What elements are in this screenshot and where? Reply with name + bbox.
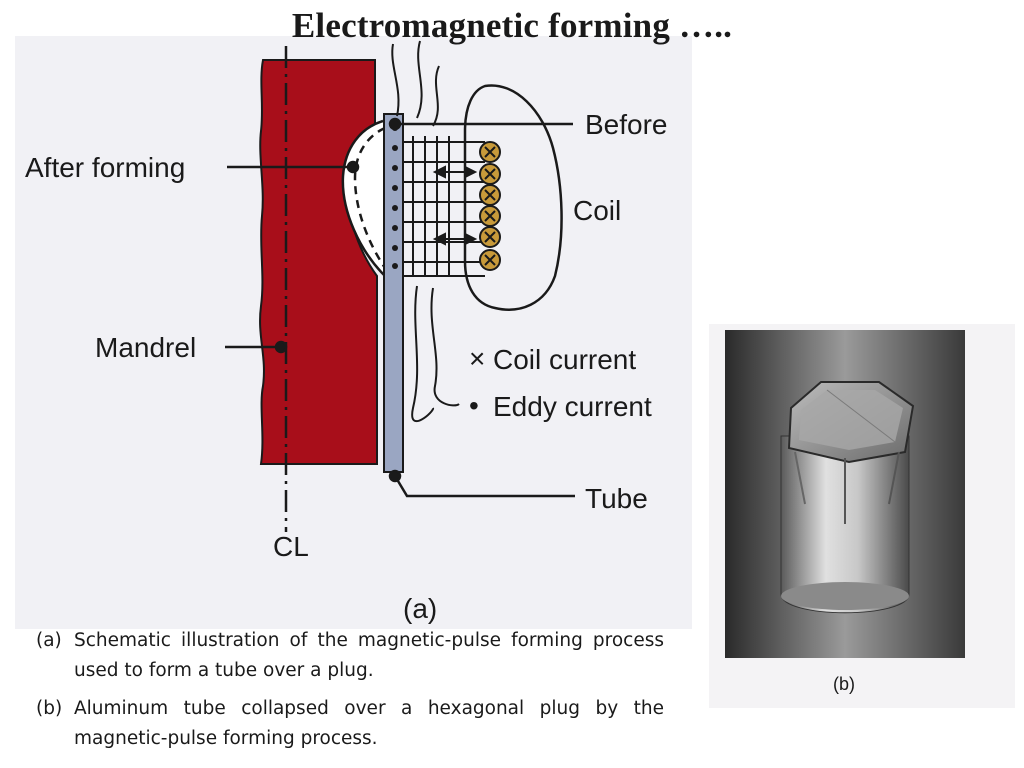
caption-text: Schematic illustration of the magnetic-p… <box>74 630 664 681</box>
coil-winding <box>479 141 501 163</box>
coil-loop <box>463 84 563 311</box>
label-centerline: CL <box>273 531 309 562</box>
caption-item-a: (a) Schematic illustration of the magnet… <box>36 626 664 686</box>
legend-marker-coil-current: × <box>469 343 485 374</box>
coil-windings <box>479 141 501 271</box>
label-panel-a: (a) <box>403 593 437 624</box>
coil-winding <box>479 184 501 206</box>
hexagonal-plug-photo <box>725 330 965 658</box>
label-panel-b: (b) <box>833 674 855 694</box>
slide-title: Electromagnetic forming ….. <box>291 6 733 45</box>
field-lines <box>403 141 485 277</box>
tube-fold <box>888 451 900 505</box>
after-forming-outline <box>341 119 386 277</box>
label-coil-current: Coil current <box>493 344 636 375</box>
coil-winding <box>479 226 501 248</box>
caption-item-b: (b) Aluminum tube collapsed over a hexag… <box>36 694 664 754</box>
electromagnetic-forming-diagram: After forming Before Coil Mandrel × Coil… <box>15 36 692 629</box>
label-coil: Coil <box>573 195 621 226</box>
force-arrows <box>432 165 478 246</box>
label-after-forming: After forming <box>25 152 185 183</box>
diagram-canvas: After forming Before Coil Mandrel × Coil… <box>25 40 668 624</box>
photo-panel: (b) <box>709 324 1015 708</box>
caption-marker: (b) <box>36 698 63 719</box>
label-mandrel: Mandrel <box>95 332 196 363</box>
label-tube: Tube <box>585 483 648 514</box>
eddy-current-dots <box>392 125 398 269</box>
coil-winding <box>479 249 501 271</box>
leader-lines <box>225 117 575 498</box>
mandrel-shape <box>259 59 378 465</box>
magnetic-field-lines <box>391 40 460 423</box>
tube-fold <box>794 451 806 505</box>
after-forming-dashed-outline <box>353 126 387 269</box>
coil-winding <box>479 205 501 227</box>
hex-face <box>799 390 903 450</box>
coil-winding <box>479 163 501 185</box>
caption-marker: (a) <box>36 630 62 651</box>
label-before: Before <box>585 109 668 140</box>
hex-face-shading <box>826 389 896 443</box>
field-line-verticals <box>412 136 450 276</box>
label-eddy-current: Eddy current <box>493 391 652 422</box>
caption-list: (a) Schematic illustration of the magnet… <box>36 626 664 762</box>
caption-text: Aluminum tube collapsed over a hexagonal… <box>74 698 664 749</box>
legend-marker-eddy-current: • <box>469 390 479 421</box>
plug-base <box>781 582 909 610</box>
